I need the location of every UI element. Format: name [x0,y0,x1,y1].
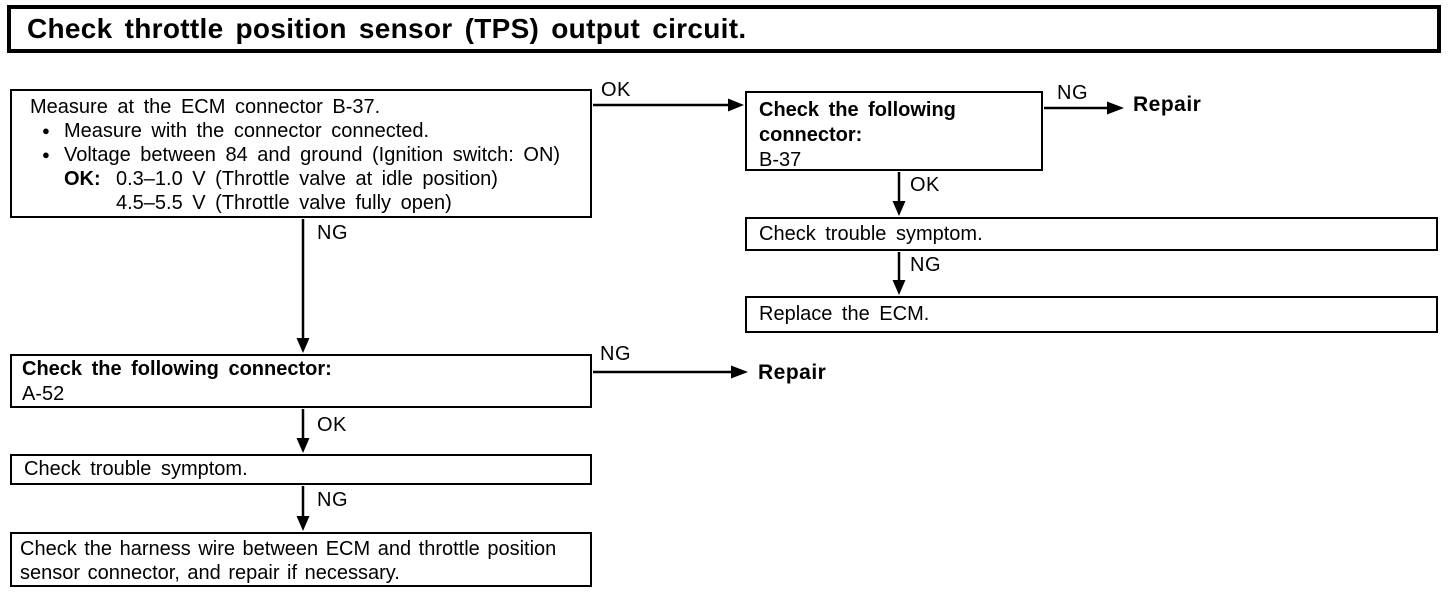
ok-range-idle: 0.3–1.0 V (Throttle valve at idle positi… [116,168,498,190]
arrow-measure-to-a52 [296,219,310,353]
harness-check-text: Check the harness wire between ECM and t… [20,538,557,584]
connector-a52-id: A-52 [22,383,65,405]
edge-label-b37-ng: NG [1057,82,1088,104]
edge-label-a52-ng: NG [600,343,631,365]
measure-intro: Measure at the ECM connector B-37. [30,96,381,118]
measure-ok-line: OK: 0.3–1.0 V (Throttle valve at idle pos… [12,167,590,191]
edge-label-b37-ok: OK [910,174,940,196]
harness-check-box: Check the harness wire between ECM and t… [10,532,592,587]
measure-bullet-2: ● Voltage between 84 and ground (Ignition… [12,143,590,167]
edge-label-measure-ng: NG [317,222,348,244]
measure-bullet-1-text: Measure with the connector connected. [64,120,430,142]
arrow-a52-to-symptom [296,409,310,453]
edge-label-measure-ok: OK [601,79,631,101]
page-title: Check throttle position sensor (TPS) out… [27,13,747,44]
edge-label-symptom-left-ng: NG [317,489,348,511]
repair-terminal-top: Repair [1133,93,1202,116]
connector-a52-box: Check the following connector: A-52 [10,354,592,408]
measure-bullet-1: ● Measure with the connector connected. [12,119,590,143]
measure-bullet-2-text: Voltage between 84 and ground (Ignition … [64,144,561,166]
edge-label-symptom-right-ng: NG [910,254,941,276]
arrow-b37-to-symptom [892,172,906,216]
ok-prefix-label: OK: [64,168,101,190]
arrow-symptom-to-harness [296,486,310,531]
replace-ecm-box: Replace the ECM. [745,296,1438,333]
repair-terminal-left: Repair [758,361,827,384]
title-box: Check throttle position sensor (TPS) out… [7,5,1441,53]
connector-b37-box: Check the following connector: B-37 [745,91,1043,171]
symptom-right-text: Check trouble symptom. [759,222,983,245]
connector-b37-heading: Check the following connector: [759,99,956,146]
edge-label-a52-ok: OK [317,414,347,436]
arrow-symptom-to-replace [892,252,906,295]
ok-range-open: 4.5–5.5 V (Throttle valve fully open) [116,192,452,214]
bullet-icon: ● [42,147,50,162]
symptom-left-box: Check trouble symptom. [10,454,592,485]
arrow-a52-to-repair [593,365,748,379]
bullet-icon: ● [42,123,50,138]
replace-ecm-text: Replace the ECM. [759,303,930,325]
symptom-left-text: Check trouble symptom. [24,458,248,480]
measure-step-box: Measure at the ECM connector B-37. ● Meas… [10,89,592,218]
symptom-right-box: Check trouble symptom. [745,217,1438,251]
connector-a52-heading: Check the following connector: [22,358,332,380]
connector-b37-id: B-37 [759,149,802,171]
